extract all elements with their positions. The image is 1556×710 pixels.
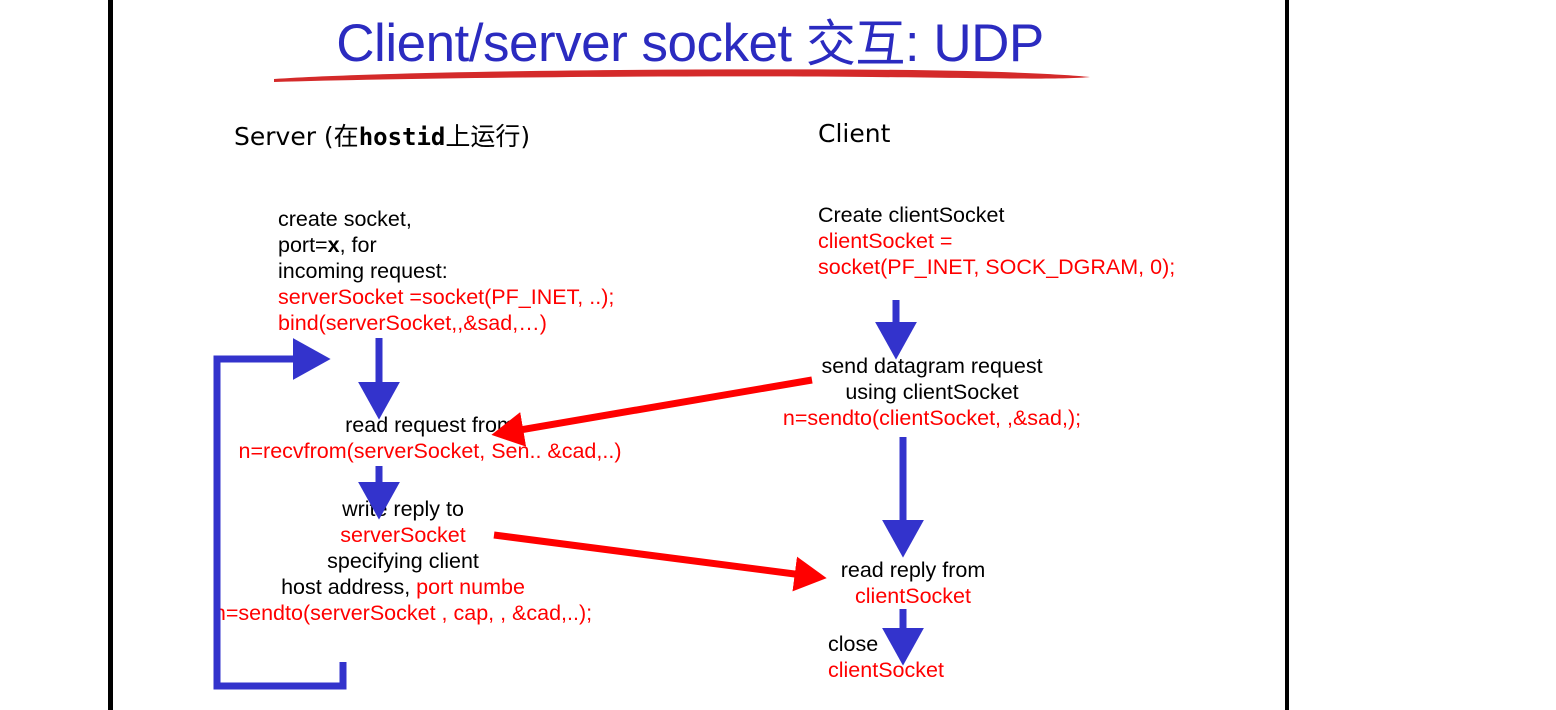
client-send-datagram-block: send datagram request using clientSocket…	[772, 353, 1092, 431]
client-close-socket-block: close clientSocket	[828, 631, 944, 683]
client-column-heading: Client	[818, 119, 891, 148]
client-create-code-1: clientSocket =	[818, 229, 953, 253]
title-underline-stroke	[274, 69, 1090, 82]
client-create-socket-block: Create clientSocket clientSocket = socke…	[818, 202, 1175, 280]
server-read-code-1: n=recvfrom(serverSocket, Sen.. &cad,..)	[238, 439, 622, 463]
server-create-socket-block: create socket, port=x, for incoming requ…	[278, 206, 614, 336]
client-create-line-1: Create clientSocket	[818, 203, 1005, 227]
slide-right-border	[1285, 0, 1289, 710]
server-write-code-1: n=sendto(serverSocket , cap, , &cad,..);	[213, 601, 593, 625]
page-title: Client/server socket 交互: UDP	[0, 4, 1380, 76]
server-column-heading: Server (在hostid上运行)	[234, 117, 530, 153]
server-write-line-2: serverSocket	[340, 523, 466, 547]
server-write-host-address: host address,	[281, 575, 417, 599]
client-read-line-2: clientSocket	[855, 584, 971, 608]
server-create-code-1: serverSocket =socket(PF_INET, ..);	[278, 285, 615, 309]
slide-left-border	[108, 0, 113, 710]
server-create-port-value: x	[327, 233, 340, 257]
server-heading-prefix: Server (在	[234, 122, 359, 151]
client-send-line-1: send datagram request	[821, 354, 1043, 378]
server-heading-suffix: 上运行)	[445, 122, 531, 151]
title-text-main: Client/server socket	[336, 14, 806, 73]
client-close-line-2: clientSocket	[828, 658, 944, 682]
client-close-line-1: close	[828, 632, 879, 656]
server-create-line-2: port=x, for	[278, 232, 614, 258]
server-write-reply-block: write reply to serverSocket specifying c…	[168, 496, 638, 626]
client-read-line-1: read reply from	[840, 558, 986, 582]
server-write-line-1: write reply to	[342, 497, 464, 521]
server-create-port-label: port=	[278, 233, 328, 257]
server-read-request-block: read request from n=recvfrom(serverSocke…	[223, 412, 637, 464]
client-send-line-2: using clientSocket	[845, 380, 1019, 404]
server-create-port-tail: , for	[339, 233, 377, 257]
server-write-port-number: port numbe	[416, 575, 525, 599]
server-read-line-1: read request from	[345, 413, 515, 437]
server-heading-hostid: hostid	[358, 123, 446, 151]
title-text-cjk: 交互	[805, 15, 906, 73]
client-send-code-1: n=sendto(clientSocket, ,&sad,);	[782, 406, 1082, 430]
server-create-line-3: incoming request:	[278, 259, 448, 283]
server-write-line-4: host address, port numbe	[168, 574, 638, 600]
server-create-line-1: create socket,	[278, 207, 412, 231]
server-create-code-2: bind(serverSocket,,&sad,…)	[278, 311, 547, 335]
server-write-line-3: specifying client	[327, 549, 479, 573]
client-create-code-2: socket(PF_INET, SOCK_DGRAM, 0);	[818, 255, 1176, 279]
client-read-reply-block: read reply from clientSocket	[818, 557, 1008, 609]
title-text-tail: : UDP	[904, 14, 1044, 73]
